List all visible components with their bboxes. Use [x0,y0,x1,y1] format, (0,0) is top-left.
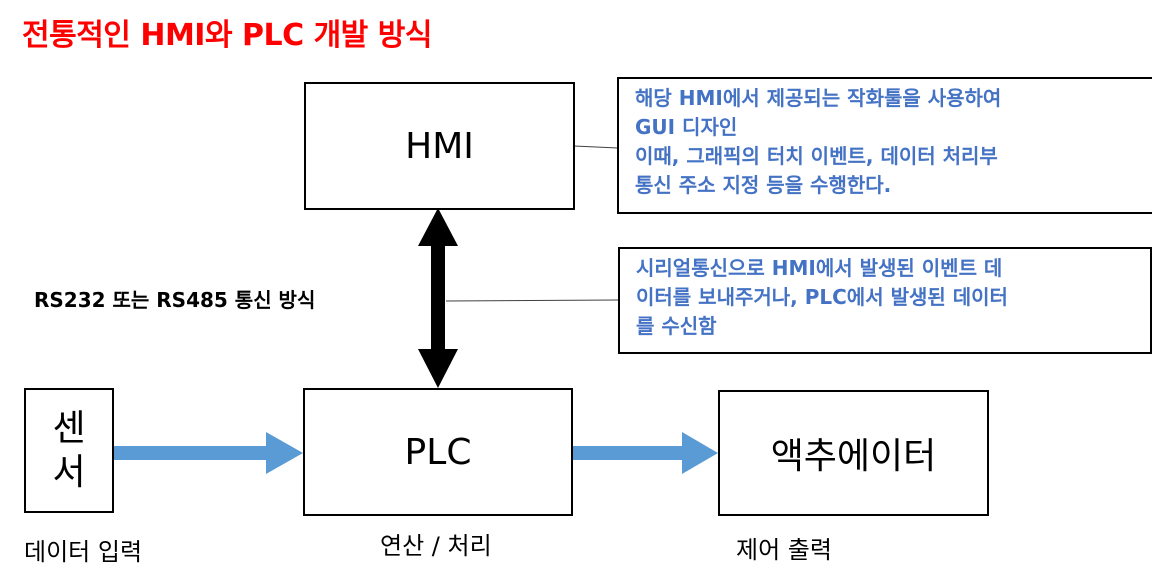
sensor-box: 센 서 [24,388,114,513]
comm-note-line: 이터를 보내주거나, PLC에서 발생된 데이터 [636,285,1008,309]
comm-description-note: 시리얼통신으로 HMI에서 발생된 이벤트 데 이터를 보내주거나, PLC에서… [618,247,1152,354]
plc-box: PLC [303,388,573,516]
hmi-label: HMI [405,125,474,167]
hmi-note-line: 해당 HMI에서 제공되는 작화툴을 사용하여 [635,86,1002,110]
hmi-box: HMI [304,82,575,210]
compute-label: 연산 / 처리 [380,532,492,560]
actuator-box: 액추에이터 [718,390,989,516]
plc-to-actuator-arrow [573,432,718,474]
comm-method-label: RS232 또는 RS485 통신 방식 [34,288,316,312]
sensor-label-char: 서 [52,451,86,493]
sensor-label-char: 센 [52,407,86,449]
hmi-note-line: 이때, 그래픽의 터치 이벤트, 데이터 처리부 [635,144,998,168]
plc-label: PLC [404,431,472,473]
comm-note-leader-line [445,299,619,302]
page-title: 전통적인 HMI와 PLC 개발 방식 [22,18,432,53]
hmi-note-line: GUI 디자인 [635,115,738,139]
comm-double-arrow [418,208,458,388]
comm-note-line: 시리얼통신으로 HMI에서 발생된 이벤트 데 [636,256,1003,280]
hmi-description-note: 해당 HMI에서 제공되는 작화툴을 사용하여 GUI 디자인 이때, 그래픽의… [617,77,1152,214]
actuator-label: 액추에이터 [770,436,937,477]
sensor-to-plc-arrow [114,432,303,474]
data-input-label: 데이터 입력 [24,538,143,566]
comm-note-line: 를 수신함 [636,314,717,338]
hmi-note-line: 통신 주소 지정 등을 수행한다. [635,173,892,197]
hmi-note-leader-line [573,145,619,149]
control-output-label: 제어 출력 [736,536,832,564]
